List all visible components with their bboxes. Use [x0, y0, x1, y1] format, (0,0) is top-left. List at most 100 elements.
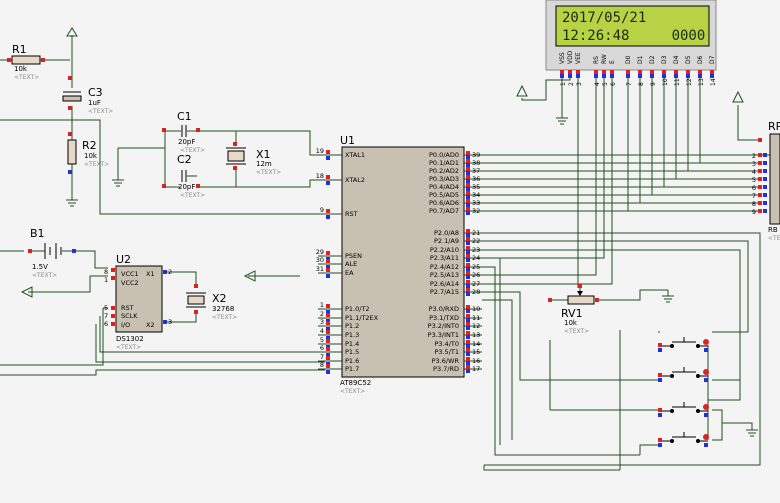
u2-pin-name: VCC1 — [121, 270, 139, 278]
u1-pin-number: 4 — [320, 327, 324, 335]
u1-pin-name: XTAL1 — [345, 151, 365, 159]
u1-pin-name: P2.5/A13 — [430, 271, 459, 279]
u1-pin-name: P1.2 — [345, 322, 359, 330]
push-button-2[interactable] — [658, 367, 709, 382]
u1-pin-number: 34 — [472, 191, 480, 199]
u1-pin-number: 30 — [316, 256, 324, 264]
push-buttons — [658, 337, 709, 447]
ground-lcd — [556, 117, 568, 125]
lcd-pin-number: 9 — [650, 82, 657, 86]
u1-pin-number: 17 — [472, 365, 480, 373]
u2-pin-num: 5 — [104, 304, 108, 312]
lcd-line-2: 12:26:48 0000 — [562, 28, 705, 44]
push-button-1[interactable] — [658, 337, 709, 352]
u1-pin-number: 15 — [472, 348, 480, 356]
u1-pin-name: P1.0/T2 — [345, 305, 370, 313]
u2-pin-name: X1 — [146, 270, 155, 278]
u1-pin-number: 10 — [472, 305, 480, 313]
u1-pin-name: EA — [345, 269, 354, 277]
lcd-pin-name: D4 — [673, 55, 680, 64]
lcd-pin-name: D3 — [661, 55, 668, 64]
ground-c3 — [66, 199, 78, 207]
resistor-r1[interactable]: R1 10k <TEXT> — [7, 43, 45, 81]
lcd-pin-number: 10 — [662, 78, 669, 86]
vcc-arrow-rp — [732, 90, 744, 103]
u1-pin-name: RST — [345, 210, 358, 218]
u1-pin-name: P0.2/AD2 — [429, 167, 459, 175]
u1-right-pins: 39P0.0/AD038P0.1/AD137P0.2/AD236P0.3/AD3… — [428, 151, 482, 373]
u1-pin-name: P1.1/T2EX — [345, 314, 379, 322]
u1-pin-name: P1.7 — [345, 365, 359, 373]
lcd-pin-name: VEE — [575, 52, 582, 64]
u1-pin-number: 33 — [472, 199, 480, 207]
rp-pin-number: 6 — [752, 184, 756, 192]
u1-pin-number: 29 — [316, 248, 324, 256]
u1-pin-number: 28 — [472, 288, 480, 296]
lcd-pin-name: D6 — [697, 55, 704, 64]
u1-pin-number: 1 — [320, 301, 324, 309]
u1-pin-number: 18 — [316, 172, 324, 180]
rp-pin-number: 4 — [752, 168, 756, 176]
c1-value: 20pF — [178, 138, 195, 146]
lcd-display[interactable]: 2017/05/21 12:26:48 0000 VSS1VDD2VEE3RS4… — [545, 0, 717, 86]
rp-pin-number: 3 — [752, 160, 756, 168]
u1-pin-number: 13 — [472, 331, 480, 339]
u1-ref: U1 — [340, 134, 355, 147]
u1-pin-number: 11 — [472, 314, 480, 322]
u1-pin-number: 21 — [472, 229, 480, 237]
u1-pin-name: P3.4/T0 — [434, 340, 459, 348]
capacitor-c3[interactable]: C3 1uF <TEXT> — [62, 76, 113, 115]
chip-u2-ds1302[interactable]: U2 8 VCC1 1 VCC2 5 RST 7 SCLK 6 I/O 2 X1… — [104, 253, 172, 351]
u1-pin-name: P2.2/A10 — [430, 246, 459, 254]
rv1-value: 10k — [564, 319, 578, 327]
r1-value: 10k — [14, 65, 28, 73]
u1-pin-name: P0.4/AD4 — [429, 183, 459, 191]
u1-pin-name: P3.1/TXD — [429, 314, 459, 322]
lcd-pin-name: VSS — [559, 52, 566, 64]
u1-pin-name: P0.6/AD6 — [429, 199, 459, 207]
u1-pin-name: P2.6/A14 — [430, 280, 459, 288]
u2-pin-num: 3 — [168, 318, 172, 326]
lcd-pin-number: 14 — [710, 78, 717, 86]
battery-b1[interactable]: B1 1.5V <TEXT> — [28, 227, 76, 279]
u1-pin-number: 27 — [472, 280, 480, 288]
u1-pin-name: P1.3 — [345, 331, 359, 339]
rv1-ref: RV1 — [561, 307, 583, 320]
u2-pin-name: VCC2 — [121, 279, 139, 287]
capacitor-c1[interactable]: C1 20pF <TEXT> — [162, 110, 205, 154]
u1-pin-number: 26 — [472, 271, 480, 279]
u1-pin-number: 24 — [472, 254, 480, 262]
u1-pin-number: 38 — [472, 159, 480, 167]
push-button-4[interactable] — [658, 432, 709, 447]
rp-text-tag: <TEXT> — [768, 235, 780, 242]
lcd-pin-name: D5 — [685, 55, 692, 64]
u1-pin-number: 2 — [320, 310, 324, 318]
u2-ref: U2 — [116, 253, 131, 266]
lcd-pin-number: 2 — [568, 82, 575, 86]
u1-pin-number: 8 — [320, 361, 324, 369]
u1-pin-number: 32 — [472, 207, 480, 215]
lcd-pin-number: 7 — [626, 82, 633, 86]
u2-value: DS1302 — [116, 335, 144, 343]
lcd-pins: VSS1VDD2VEE3RS4RW5E6D07D18D29D310D411D51… — [559, 50, 717, 86]
u2-pin-name: RST — [121, 304, 134, 312]
u1-pin-name: P2.0/A8 — [434, 229, 459, 237]
u1-pin-number: 39 — [472, 151, 480, 159]
u1-pin-name: P1.4 — [345, 340, 359, 348]
potentiometer-rv1[interactable]: RV1 10k <TEXT> — [548, 284, 599, 335]
crystal-x1[interactable]: X1 12m <TEXT> — [226, 142, 281, 176]
capacitor-c2[interactable]: C2 20pF <TEXT> — [162, 153, 205, 199]
lcd-pin-number: 4 — [594, 82, 601, 86]
push-button-3[interactable] — [658, 402, 709, 417]
resistor-r2[interactable]: R2 10k <TEXT> — [67, 132, 109, 174]
u1-pin-name: P2.7/A15 — [430, 288, 459, 296]
lcd-pin-name: RW — [601, 54, 608, 64]
rp-pin-number: 2 — [752, 152, 756, 160]
u1-pin-number: 14 — [472, 340, 480, 348]
c3-ref: C3 — [88, 86, 103, 99]
crystal-x2[interactable]: X2 32768 <TEXT> — [186, 284, 237, 321]
